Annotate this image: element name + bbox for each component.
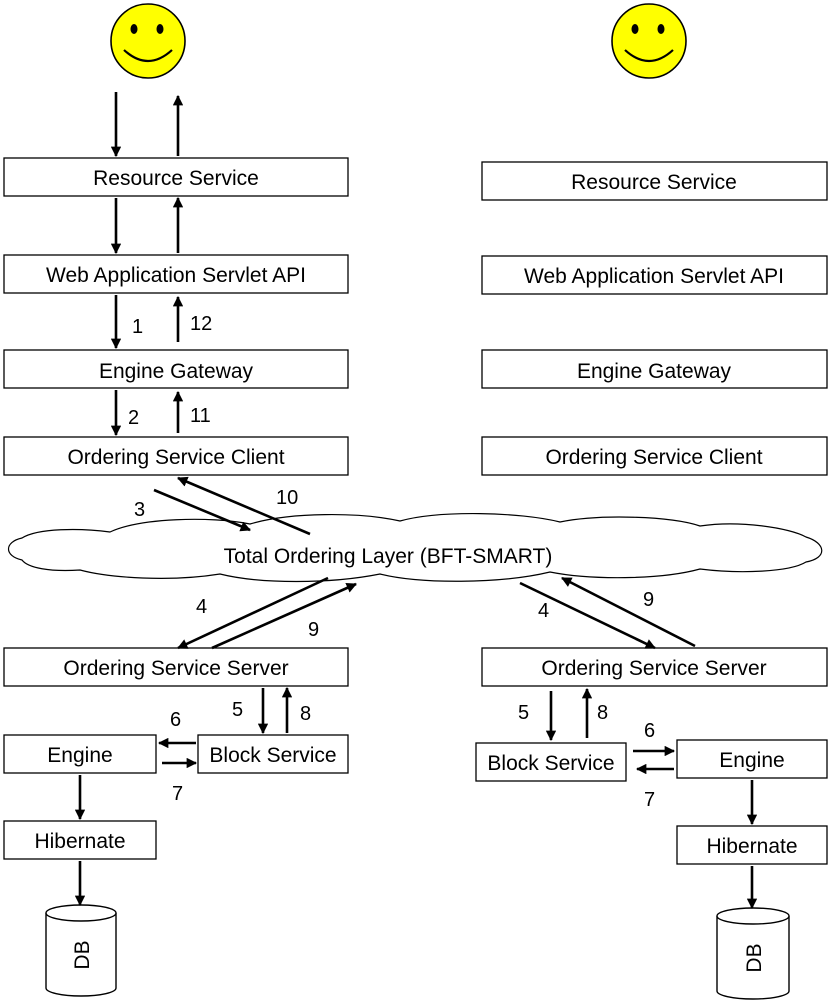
arrows-left — [74, 92, 357, 907]
step-label-4-right: 4 — [538, 600, 549, 622]
right-db-cylinder: DB — [716, 907, 790, 1000]
step-label-1: 1 — [132, 316, 143, 338]
right-hibernate: Hibernate — [676, 825, 828, 865]
step-label-2: 2 — [128, 407, 139, 429]
smiley-face-icon — [110, 3, 186, 79]
right-engine-gateway-label: Engine Gateway — [577, 360, 732, 383]
arrow-step-3 — [153, 488, 251, 532]
step-label-12: 12 — [190, 313, 212, 335]
step-label-9-right: 9 — [643, 589, 654, 611]
arrows-right — [519, 576, 758, 910]
step-label-9: 9 — [308, 619, 319, 641]
step-label-8: 8 — [300, 703, 311, 725]
step-label-6-right: 6 — [644, 720, 655, 742]
left-engine-label: Engine — [47, 744, 112, 767]
total-ordering-cloud: Total Ordering Layer (BFT-SMART) — [7, 512, 823, 583]
right-ordering-client-label: Ordering Service Client — [545, 446, 762, 469]
right-db-label: DB — [743, 943, 766, 972]
right-engine-label: Engine — [719, 749, 784, 772]
left-engine: Engine — [3, 734, 157, 774]
arrow-step-4 — [177, 576, 329, 650]
left-block-service-label: Block Service — [209, 744, 336, 767]
arrow-step-9-right — [561, 576, 696, 648]
step-label-11: 11 — [190, 405, 211, 427]
left-ordering-client: Ordering Service Client — [3, 436, 349, 476]
arrow-step-4-right — [519, 581, 656, 650]
step-label-7: 7 — [172, 783, 183, 805]
right-block-service: Block Service — [475, 742, 627, 782]
right-engine-gateway: Engine Gateway — [481, 349, 828, 389]
right-resource-service-label: Resource Service — [571, 171, 737, 194]
arrow-step-10 — [177, 476, 311, 536]
step-label-6: 6 — [170, 709, 181, 731]
right-web-api: Web Application Servlet API — [481, 255, 828, 295]
total-ordering-label: Total Ordering Layer (BFT-SMART) — [224, 545, 553, 568]
left-hibernate: Hibernate — [3, 820, 157, 860]
right-resource-service: Resource Service — [481, 161, 828, 201]
arrow-step-9 — [211, 582, 357, 650]
left-block-service: Block Service — [197, 734, 349, 774]
left-engine-gateway-label: Engine Gateway — [99, 360, 254, 383]
right-engine: Engine — [676, 739, 828, 779]
left-db-label: DB — [71, 940, 94, 969]
step-label-3: 3 — [134, 499, 145, 521]
step-label-8-right: 8 — [597, 702, 608, 724]
step-label-7-right: 7 — [644, 789, 655, 811]
right-ordering-client: Ordering Service Client — [481, 436, 828, 476]
step-label-4: 4 — [196, 596, 207, 618]
step-label-10: 10 — [276, 487, 298, 509]
right-web-api-label: Web Application Servlet API — [524, 265, 784, 288]
left-db-cylinder: DB — [45, 904, 117, 997]
step-label-5: 5 — [232, 699, 243, 721]
left-web-api-label: Web Application Servlet API — [46, 264, 306, 287]
left-engine-gateway: Engine Gateway — [3, 349, 349, 389]
right-ordering-server-label: Ordering Service Server — [541, 657, 766, 680]
step-label-5-right: 5 — [518, 702, 529, 724]
right-ordering-server: Ordering Service Server — [481, 647, 828, 687]
left-resource-service: Resource Service — [3, 157, 349, 197]
left-hibernate-label: Hibernate — [34, 830, 125, 853]
right-block-service-label: Block Service — [487, 752, 614, 775]
right-hibernate-label: Hibernate — [706, 835, 797, 858]
left-resource-service-label: Resource Service — [93, 167, 259, 190]
step-labels: 1 12 2 11 3 10 4 9 5 8 6 7 4 9 5 8 6 7 — [128, 313, 655, 811]
left-ordering-server: Ordering Service Server — [3, 647, 349, 687]
left-ordering-client-label: Ordering Service Client — [67, 446, 284, 469]
smiley-face-icon — [611, 3, 687, 79]
left-web-api: Web Application Servlet API — [3, 254, 349, 294]
left-ordering-server-label: Ordering Service Server — [63, 657, 288, 680]
